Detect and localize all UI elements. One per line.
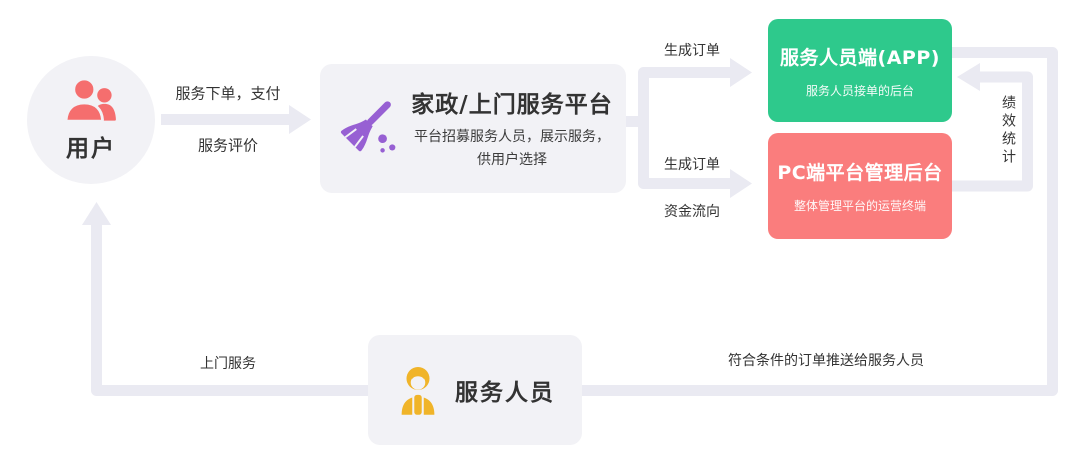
pc-backend-node: PC端平台管理后台 整体管理平台的运营终端 [768, 133, 952, 239]
pc-backend-subtitle: 整体管理平台的运营终端 [793, 199, 926, 213]
app-backend-title: 服务人员端(APP) [780, 46, 940, 69]
staff-label: 服务人员 [455, 380, 555, 406]
platform-subtitle-line1: 平台招募服务人员，展示服务， [414, 128, 610, 145]
edge-label-order-pay: 服务下单，支付 [175, 84, 281, 103]
arrowhead-into-user [82, 202, 111, 225]
edge-label-push-orders: 符合条件的订单推送给服务人员 [728, 353, 924, 369]
staff-node: 服务人员 [368, 335, 582, 445]
user-label: 用户 [66, 135, 116, 162]
arrowhead-into-app [730, 58, 752, 87]
user-node: 用户 [27, 56, 155, 184]
edge-label-generate-order-top: 生成订单 [664, 43, 720, 59]
platform-node: 家政/上门服务平台 平台招募服务人员，展示服务， 供用户选择 [320, 64, 626, 193]
app-backend-node: 服务人员端(APP) 服务人员接单的后台 [768, 19, 952, 122]
edge-pc-to-app-line [951, 71, 1033, 192]
app-backend-subtitle: 服务人员接单的后台 [805, 83, 914, 98]
arrowhead-into-app-from-pc [957, 63, 980, 91]
arrowhead-into-platform [289, 105, 311, 134]
edge-label-generate-order-bottom: 生成订单 [664, 157, 720, 173]
broom-icon [341, 100, 396, 153]
edge-label-fund-flow: 资金流向 [664, 204, 720, 220]
edge-label-performance-stats: 绩效统计 [1000, 95, 1016, 167]
arrowhead-into-pc [730, 169, 752, 198]
platform-subtitle-line2: 供用户选择 [477, 152, 547, 168]
edge-app-to-staff-to-user-line [91, 47, 1058, 396]
edge-platform-branch-line [638, 67, 730, 189]
two-users-icon [64, 77, 116, 123]
pc-backend-title: PC端平台管理后台 [777, 162, 943, 184]
edge-label-service-review: 服务评价 [197, 136, 259, 155]
edge-label-door-service: 上门服务 [200, 356, 256, 372]
platform-title: 家政/上门服务平台 [411, 91, 613, 118]
worker-icon [401, 367, 435, 415]
